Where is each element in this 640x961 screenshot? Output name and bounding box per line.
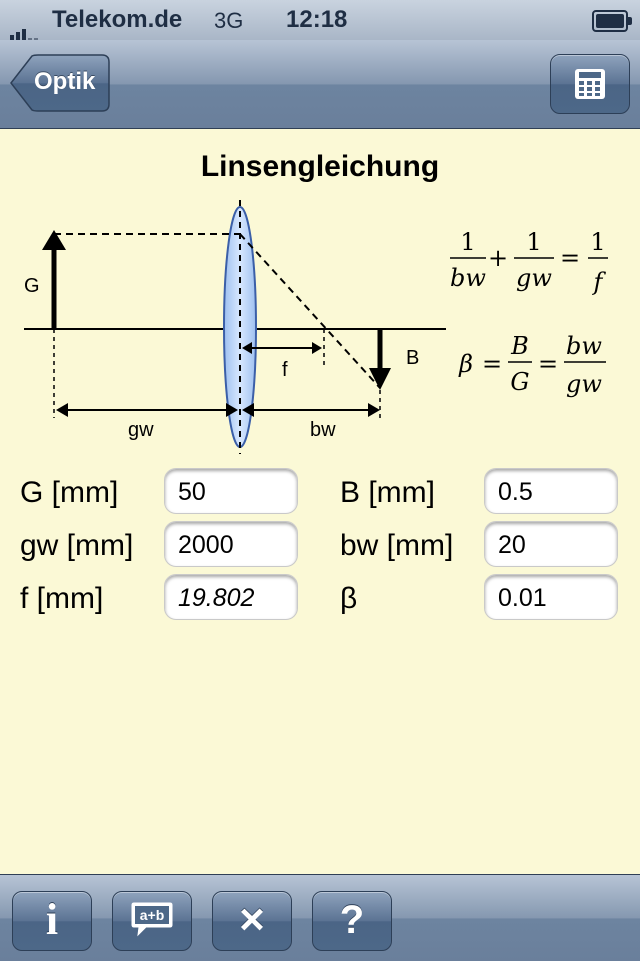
page-title: Linsengleichung: [200, 150, 440, 183]
magnification-formula: β = B G = bw gw: [458, 332, 606, 398]
svg-text:G: G: [510, 368, 529, 396]
label-bw-mm: bw [mm]: [340, 529, 454, 562]
bottom-toolbar: i a+b × ?: [0, 874, 640, 961]
formula-button[interactable]: a+b: [112, 891, 192, 951]
f-input[interactable]: 19.802: [164, 574, 298, 620]
svg-text:+: +: [488, 244, 508, 272]
label-f: f: [282, 359, 288, 381]
network-type: 3G: [214, 8, 244, 33]
svg-text:gw: gw: [566, 370, 602, 398]
svg-text:1: 1: [460, 228, 475, 256]
svg-text:1: 1: [590, 228, 605, 256]
info-button[interactable]: i: [12, 891, 92, 951]
B-input[interactable]: 0.5: [484, 468, 618, 514]
back-button-label: Optik: [34, 68, 96, 95]
svg-text:gw: gw: [516, 264, 552, 292]
label-f-mm: f [mm]: [20, 582, 104, 615]
help-button[interactable]: ?: [312, 891, 392, 951]
label-gw: gw: [128, 419, 154, 441]
svg-text:B: B: [510, 332, 529, 360]
clear-button[interactable]: ×: [212, 891, 292, 951]
gw-input[interactable]: 2000: [164, 521, 298, 567]
label-bw: bw: [310, 419, 336, 441]
svg-text:=: =: [560, 244, 580, 272]
clear-icon: ×: [239, 895, 265, 944]
back-button[interactable]: Optik: [10, 54, 110, 112]
label-beta: β: [340, 582, 358, 615]
status-bar: Telekom.de 3G 12:18: [0, 0, 640, 41]
battery-icon: [592, 10, 632, 32]
info-icon: i: [45, 895, 59, 944]
svg-text:bw: bw: [566, 332, 602, 360]
svg-text:f: f: [592, 268, 607, 296]
lens-diagram: G B f gw bw: [24, 200, 446, 454]
label-G-mm: G [mm]: [20, 476, 119, 509]
svg-text:a+b: a+b: [140, 907, 165, 923]
label-B-mm: B [mm]: [340, 476, 435, 509]
label-B: B: [406, 347, 419, 369]
svg-text:1: 1: [526, 228, 541, 256]
svg-text:=: =: [538, 350, 558, 378]
clock: 12:18: [286, 6, 348, 33]
carrier-name: Telekom.de: [52, 6, 183, 33]
svg-text:β: β: [458, 350, 473, 378]
svg-text:bw: bw: [450, 264, 486, 292]
help-icon: ?: [339, 898, 365, 942]
calculator-button[interactable]: [550, 54, 630, 114]
label-gw-mm: gw [mm]: [20, 529, 134, 562]
navigation-bar: Optik: [0, 40, 640, 129]
svg-text:=: =: [482, 350, 502, 378]
formula-bubble-icon: a+b: [131, 902, 173, 937]
signal-strength-icon: [10, 13, 40, 41]
lens-equation-formula: 1 bw + 1 gw = 1 f: [450, 228, 608, 296]
label-G: G: [24, 275, 40, 297]
bw-input[interactable]: 20: [484, 521, 618, 567]
calculator-icon: [575, 69, 605, 99]
G-input[interactable]: 50: [164, 468, 298, 514]
beta-input[interactable]: 0.01: [484, 574, 618, 620]
